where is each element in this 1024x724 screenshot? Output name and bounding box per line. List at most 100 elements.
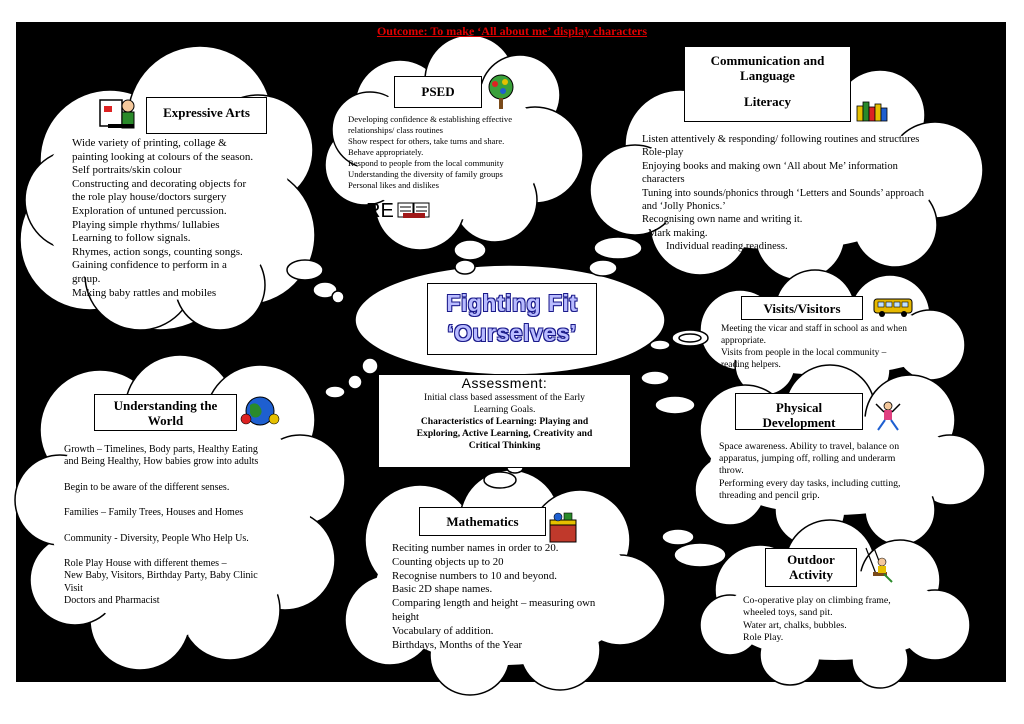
visits-text: Meeting the vicar and staff in school as… <box>721 323 951 371</box>
visits-line: Visits from people in the local communit… <box>721 348 887 358</box>
psed-heading: PSED <box>394 76 482 108</box>
communication-line: Mark making. <box>648 227 708 239</box>
physical-line: Space awareness. Ability to travel, bala… <box>719 441 900 452</box>
physical-heading: Physical Development <box>735 393 863 430</box>
expressive-arts-text: Wide variety of printing, collage & pain… <box>72 137 287 300</box>
psed-line: relationships/ class routines <box>348 125 443 135</box>
communication-line: Individual reading readiness. <box>666 241 788 253</box>
globe-icon <box>240 396 280 426</box>
mathematics-line: Recognise numbers to 10 and beyond. <box>392 569 557 582</box>
communication-line: characters <box>642 174 685 186</box>
understanding-line: Visit <box>64 582 83 594</box>
painter-icon <box>99 99 135 129</box>
understanding-line: New Baby, Visitors, Birthday Party, Baby… <box>64 570 258 582</box>
outcome-heading: Outcome: To make ‘All about me’ display … <box>376 24 648 38</box>
expressive-arts-heading: Expressive Arts <box>146 97 267 134</box>
assessment-bold-line: Characteristics of Learning: Playing and <box>420 416 589 427</box>
visits-line: reading helpers. <box>721 360 781 370</box>
outdoor-line: wheeled toys, sand pit. <box>743 607 833 619</box>
expressive-arts-line: Making baby rattles and mobiles <box>72 286 217 299</box>
assessment-line: Initial class based assessment of the Ea… <box>424 392 585 403</box>
physical-line: apparatus, jumping off, rolling and unde… <box>719 453 896 465</box>
books-icon <box>856 101 888 122</box>
expressive-arts-line: Learning to follow signals. <box>72 232 191 245</box>
mathematics-line: Birthdays, Months of the Year <box>392 638 523 651</box>
psed-line: Behave appropriately. <box>348 147 424 157</box>
understanding-line: and Being Healthy, How babies grow into … <box>64 456 259 468</box>
mathematics-line: Basic 2D shape names. <box>392 583 493 596</box>
understanding-line: Community - Diversity, People Who Help U… <box>64 532 249 544</box>
expressive-arts-line: Constructing and decorating objects for <box>72 177 247 190</box>
understanding-line: Doctors and Pharmacist <box>64 595 160 607</box>
expressive-arts-line: Gaining confidence to perform in a <box>72 259 227 272</box>
psed-line: Personal likes and dislikes <box>348 180 439 190</box>
outdoor-line: Role Play. <box>743 632 784 644</box>
understanding-line: Begin to be aware of the different sense… <box>64 481 230 493</box>
outdoor-heading-line: Outdoor <box>787 552 835 567</box>
open-book-icon <box>397 202 430 218</box>
bus-icon <box>873 298 913 317</box>
assessment-heading: Assessment: <box>461 375 548 391</box>
expressive-arts-line: painting looking at colours of the seaso… <box>72 150 254 163</box>
visits-cloud <box>699 269 966 401</box>
topic-title-line1: Fighting Fit <box>446 290 578 316</box>
outdoor-heading-line: Activity <box>788 567 834 582</box>
re-label: RE <box>366 200 394 222</box>
communication-line: Role-play <box>642 147 684 159</box>
physical-line: throw. <box>719 465 744 477</box>
understanding-heading: Understanding the World <box>94 394 237 431</box>
physical-line: threading and pencil grip. <box>719 489 820 501</box>
toy-box-icon <box>549 512 577 543</box>
mathematics-line: Vocabulary of addition. <box>392 624 494 637</box>
psed-line: Show respect for others, take turns and … <box>348 136 505 146</box>
assessment-bold-line: Exploring, Active Learning, Creativity a… <box>416 428 593 439</box>
psed-line: Developing confidence & establishing eff… <box>348 114 513 124</box>
psed-text: Developing confidence & establishing eff… <box>348 114 548 191</box>
communication-heading-line: Language <box>740 68 795 83</box>
understanding-line: Families – Family Trees, Houses and Home… <box>64 507 244 519</box>
physical-heading-line: Development <box>762 415 836 430</box>
expressive-arts-cloud <box>19 45 316 331</box>
literacy-heading: Literacy <box>744 94 791 109</box>
mathematics-line: height <box>392 610 419 623</box>
swing-icon <box>865 547 893 583</box>
physical-line: Performing every day tasks, including cu… <box>719 477 901 489</box>
understanding-heading-line: Understanding the <box>113 398 218 413</box>
mathematics-heading: Mathematics <box>419 507 546 536</box>
mathematics-cloud <box>344 469 666 696</box>
communication-heading: Communication and Language Literacy <box>684 46 851 122</box>
expressive-arts-line: Wide variety of printing, collage & <box>72 137 227 149</box>
communication-line: Enjoying books and making own ‘All about… <box>642 160 898 172</box>
visits-heading: Visits/Visitors <box>741 296 863 320</box>
mathematics-text: Reciting number names in order to 20. Co… <box>392 542 632 652</box>
assessment-bold-line: Critical Thinking <box>468 440 541 451</box>
expressive-arts-line: the role play house/doctors surgery <box>72 191 227 204</box>
understanding-text: Growth – Timelines, Body parts, Healthy … <box>64 444 296 608</box>
physical-cloud <box>694 364 986 546</box>
expressive-arts-line: Playing simple rhythms/ lullabies <box>72 218 220 231</box>
communication-heading-line: Communication and <box>710 53 825 68</box>
topic-title-box: Fighting Fit ‘Ourselves’ <box>427 283 597 355</box>
communication-line: and ‘Jolly Phonics.’ <box>642 201 726 213</box>
outdoor-line: Water art, chalks, bubbles. <box>743 619 847 631</box>
assessment-line: Learning Goals. <box>473 404 536 415</box>
outdoor-text: Co-operative play on climbing frame, whe… <box>743 595 923 645</box>
expressive-arts-line: group. <box>72 272 101 285</box>
psed-line: Respond to people from the local communi… <box>348 158 504 168</box>
communication-line: Tuning into sounds/phonics through ‘Lett… <box>642 187 925 199</box>
communication-line: Listen attentively & responding/ followi… <box>642 134 920 145</box>
assessment-box: Assessment: Initial class based assessme… <box>378 374 631 468</box>
outdoor-line: Co-operative play on climbing frame, <box>743 595 891 606</box>
physical-text: Space awareness. Ability to travel, bala… <box>719 441 964 502</box>
topic-title-line2: ‘Ourselves’ <box>447 320 577 346</box>
jumping-child-icon <box>875 401 901 431</box>
expressive-arts-line: Self portraits/skin colour <box>72 164 182 177</box>
visits-line: Meeting the vicar and staff in school as… <box>721 324 907 334</box>
communication-line: Recognising own name and writing it. <box>642 214 803 226</box>
communication-text: Listen attentively & responding/ followi… <box>642 133 962 254</box>
visits-line: appropriate. <box>721 336 767 346</box>
understanding-line: Growth – Timelines, Body parts, Healthy … <box>64 444 258 455</box>
outdoor-heading: Outdoor Activity <box>765 548 857 587</box>
expressive-arts-line: Rhymes, action songs, counting songs. <box>72 245 243 258</box>
mathematics-line: Counting objects up to 20 <box>392 555 504 568</box>
